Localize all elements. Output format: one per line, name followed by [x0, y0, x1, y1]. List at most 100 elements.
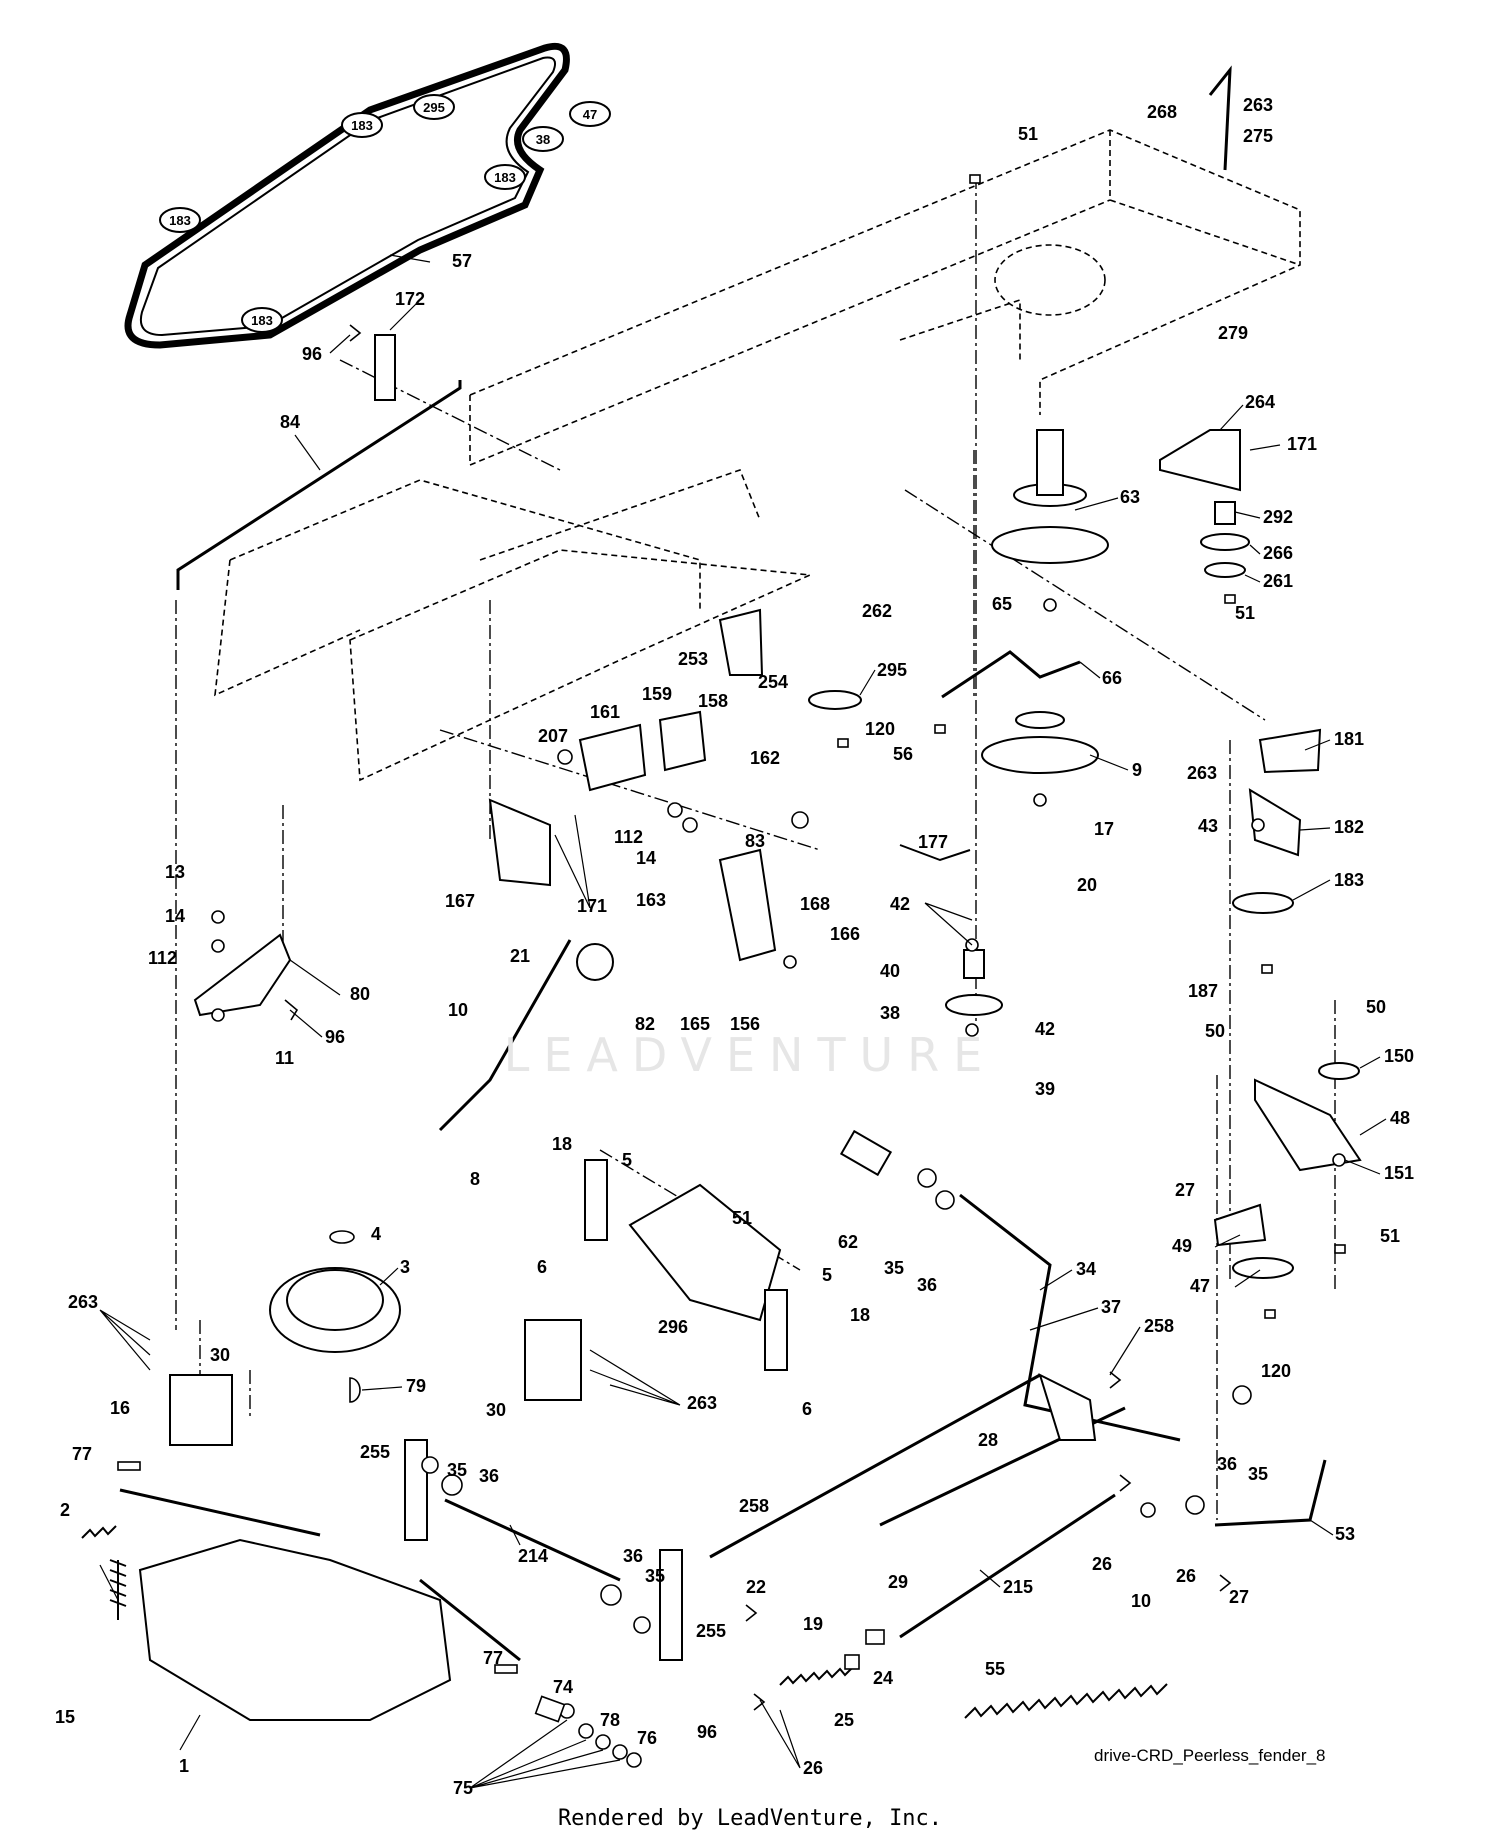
callout-43: 43 — [1198, 816, 1218, 836]
bracket-253 — [718, 608, 764, 676]
belt-pulley-label: 183 — [251, 313, 273, 328]
bracket-181 — [1258, 728, 1322, 774]
callout-2: 2 — [60, 1500, 70, 1520]
callout-120: 120 — [865, 719, 895, 739]
callout-leaders — [99, 254, 1387, 1789]
bracket-296 — [628, 1183, 782, 1322]
belt-pulley — [159, 207, 201, 233]
callout-15: 15 — [55, 1707, 75, 1727]
rod-84 — [176, 380, 462, 590]
belt-pulley-labels: 295 183 38 47 183 183 183 — [169, 100, 597, 328]
bracket-80 — [193, 933, 292, 1017]
pulley-3-inner — [286, 1269, 384, 1331]
bolt-head — [1224, 594, 1236, 604]
callout-29: 29 — [888, 1572, 908, 1592]
callout-numbers: 268 263 275 51 57 172 96 84 279 264 171 … — [55, 95, 1414, 1798]
shaft-axle — [419, 1578, 521, 1662]
washer — [1251, 818, 1265, 832]
rod-215 — [899, 1493, 1116, 1639]
callout-63: 63 — [1120, 487, 1140, 507]
diagram-caption: drive-CRD_Peerless_fender_8 — [1094, 1746, 1326, 1765]
callout-49: 49 — [1172, 1236, 1192, 1256]
callout-57: 57 — [452, 251, 472, 271]
callout-50: 50 — [1205, 1021, 1225, 1041]
washer — [1185, 1495, 1205, 1515]
callout-8: 8 — [470, 1169, 480, 1189]
callout-96: 96 — [325, 1027, 345, 1047]
cotter-pin — [1119, 1474, 1132, 1492]
bolt-head — [969, 174, 981, 184]
spacer-40 — [963, 949, 985, 979]
pulley-47 — [1232, 1257, 1294, 1279]
callout-47: 47 — [1190, 1276, 1210, 1296]
washer — [791, 811, 809, 829]
callout-14: 14 — [165, 906, 185, 926]
callout-77: 77 — [72, 1444, 92, 1464]
callout-21: 21 — [510, 946, 530, 966]
bracket-159 — [578, 723, 647, 792]
callout-80: 80 — [350, 984, 370, 1004]
callout-215: 215 — [1003, 1577, 1033, 1597]
callout-76: 76 — [637, 1728, 657, 1748]
pulley-295 — [808, 690, 862, 710]
callout-3: 3 — [400, 1257, 410, 1277]
callout-5: 5 — [622, 1150, 632, 1170]
washer — [667, 802, 683, 818]
callout-35: 35 — [884, 1258, 904, 1278]
callout-18: 18 — [552, 1134, 572, 1154]
collar-19 — [865, 1629, 885, 1645]
callout-17: 17 — [1094, 819, 1114, 839]
callout-14: 14 — [636, 848, 656, 868]
bracket-165 — [718, 848, 777, 962]
arm-258 — [1038, 1373, 1097, 1441]
spacer — [534, 1695, 566, 1723]
callout-35: 35 — [645, 1566, 665, 1586]
belt-pulley-label: 183 — [169, 213, 191, 228]
callout-296: 296 — [658, 1317, 688, 1337]
pulley-9-hub — [1015, 711, 1065, 729]
callout-263: 263 — [1243, 95, 1273, 115]
callout-9: 9 — [1132, 760, 1142, 780]
callout-151: 151 — [1384, 1163, 1414, 1183]
belt-pulleys — [159, 94, 611, 333]
rod-214 — [444, 1498, 621, 1582]
callout-24: 24 — [873, 1668, 893, 1688]
spring-55 — [964, 1683, 1168, 1719]
washer — [1140, 1502, 1156, 1518]
washer — [965, 1023, 979, 1037]
callout-62: 62 — [838, 1232, 858, 1252]
washer — [1033, 793, 1047, 807]
washer — [1043, 598, 1057, 612]
bracket-158 — [658, 710, 707, 772]
bolt-15 — [109, 1559, 127, 1620]
callout-79: 79 — [406, 1376, 426, 1396]
callout-254: 254 — [758, 672, 788, 692]
callout-36: 36 — [917, 1275, 937, 1295]
callout-37: 37 — [1101, 1297, 1121, 1317]
callout-18: 18 — [850, 1305, 870, 1325]
bracket-177 — [899, 844, 971, 862]
rod-34 — [959, 1193, 1181, 1442]
callout-36: 36 — [479, 1466, 499, 1486]
callout-112: 112 — [148, 948, 177, 968]
callout-177: 177 — [918, 832, 948, 852]
callout-207: 207 — [538, 726, 568, 746]
callout-83: 83 — [745, 831, 765, 851]
washer — [1332, 1153, 1346, 1167]
washer — [1232, 1385, 1252, 1405]
callout-1: 1 — [179, 1756, 189, 1776]
belt-pulley — [241, 307, 283, 333]
callout-279: 279 — [1218, 323, 1248, 343]
hardware — [117, 174, 1346, 1768]
callout-51: 51 — [1018, 124, 1038, 144]
callout-187: 187 — [1188, 981, 1218, 1001]
callout-27: 27 — [1229, 1587, 1249, 1607]
washer — [600, 1584, 622, 1606]
idler-266 — [1200, 533, 1250, 551]
callout-13: 13 — [165, 862, 185, 882]
callout-11: 11 — [275, 1048, 294, 1068]
drive-belt — [124, 42, 570, 349]
shaft-63 — [1036, 429, 1064, 496]
bracket-30-left — [169, 1374, 233, 1446]
callout-40: 40 — [880, 961, 900, 981]
